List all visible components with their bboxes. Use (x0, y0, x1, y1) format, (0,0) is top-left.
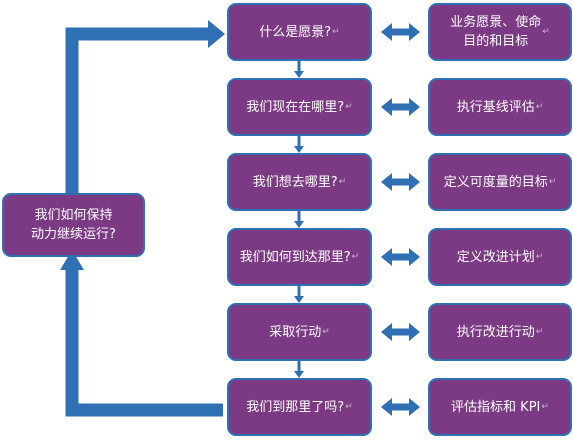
double-arrow (381, 98, 420, 116)
step-question-label: 我们如何到达那里? (239, 249, 351, 265)
double-arrow (381, 398, 420, 416)
step-question-label: 我们到那里了吗? (246, 399, 345, 415)
down-arrowhead (294, 221, 304, 228)
step-action-box[interactable]: 业务愿景、使命 目的和目标↵ (428, 3, 572, 61)
down-arrowhead (294, 71, 304, 78)
double-arrow (381, 23, 420, 41)
step-action-box[interactable]: 执行改进行动↵ (428, 303, 572, 361)
double-arrow (381, 173, 420, 191)
step-down-arrows (294, 61, 304, 378)
step-question-label: 采取行动 (269, 324, 322, 340)
step-question-box[interactable]: 我们现在在哪里?↵ (227, 78, 372, 136)
step-action-box[interactable]: 执行基线评估↵ (428, 78, 572, 136)
loop-box[interactable]: 我们如何保持 动力继续运行? (2, 193, 145, 257)
step-action-label: 评估指标和 KPI (451, 399, 541, 415)
step-action-label: 执行改进行动 (456, 324, 535, 340)
step-question-box[interactable]: 我们到那里了吗?↵ (227, 378, 372, 436)
loop-forward-path (65, 27, 210, 195)
step-question-box[interactable]: 什么是愿景?↵ (227, 3, 372, 61)
step-question-box[interactable]: 采取行动↵ (227, 303, 372, 361)
step-action-label: 业务愿景、使命 目的和目标 (450, 15, 542, 49)
step-question-label: 什么是愿景? (259, 24, 332, 40)
double-arrow (381, 323, 420, 341)
down-arrowhead (294, 296, 304, 303)
step-action-box[interactable]: 定义可度量的目标↵ (428, 153, 572, 211)
step-action-label: 定义可度量的目标 (443, 174, 548, 190)
step-action-box[interactable]: 评估指标和 KPI↵ (428, 378, 572, 436)
step-action-label: 执行基线评估 (456, 99, 535, 115)
step-action-label: 定义改进计划 (456, 249, 535, 265)
step-question-label: 我们现在在哪里? (246, 99, 345, 115)
double-arrow (381, 248, 420, 266)
step-question-box[interactable]: 我们如何到达那里?↵ (227, 228, 372, 286)
step-question-box[interactable]: 我们想去哪里?↵ (227, 153, 372, 211)
loop-right-arrowhead (208, 20, 225, 48)
loop-return-path (65, 262, 223, 417)
step-double-arrows (381, 23, 420, 416)
loop-box-label: 我们如何保持 动力继续运行? (31, 208, 116, 242)
down-arrowhead (294, 371, 304, 378)
loop-up-arrowhead (60, 250, 84, 270)
step-question-label: 我们想去哪里? (252, 174, 338, 190)
step-action-box[interactable]: 定义改进计划↵ (428, 228, 572, 286)
down-arrowhead (294, 146, 304, 153)
